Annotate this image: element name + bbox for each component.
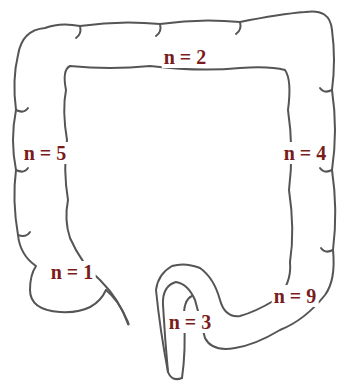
colon-outer-wall <box>13 11 335 379</box>
ileum <box>106 290 129 324</box>
callout-number: n = 5 <box>22 142 69 164</box>
callout-number: n = 1 <box>49 261 96 283</box>
haustra <box>16 22 333 252</box>
callout-number: n = 4 <box>282 142 329 164</box>
callout-number: n = 2 <box>162 46 209 68</box>
callout-number: n = 3 <box>167 311 214 333</box>
rectum-wall <box>182 296 192 378</box>
colon-inner-wall <box>64 66 292 372</box>
callout-number: n = 9 <box>272 285 319 307</box>
